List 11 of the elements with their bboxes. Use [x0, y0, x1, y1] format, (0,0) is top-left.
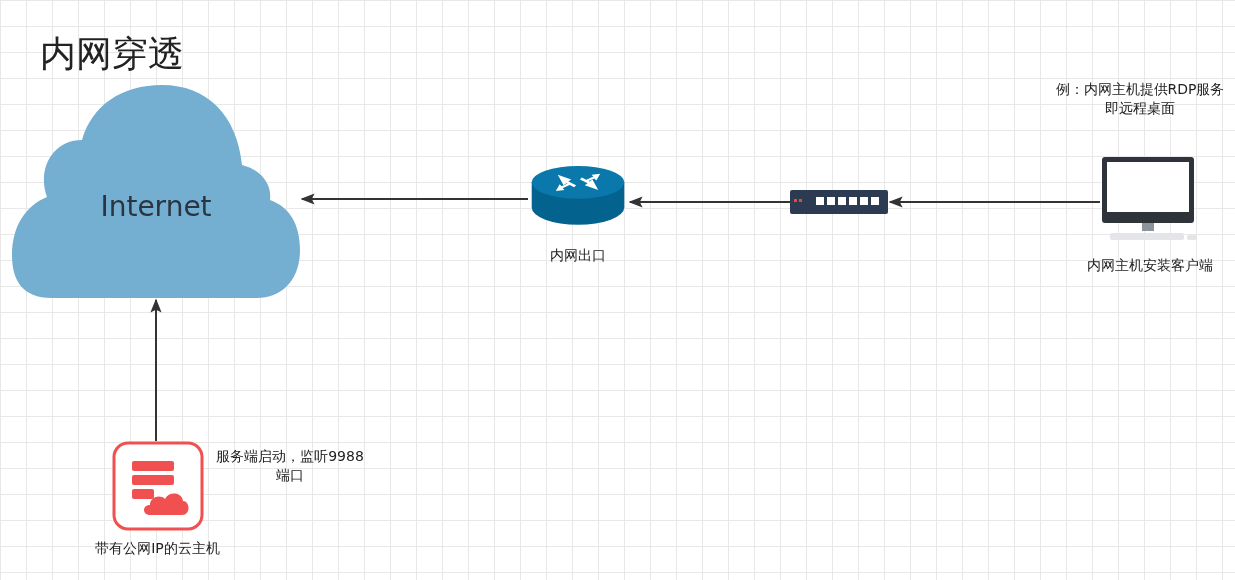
arrow: [150, 298, 162, 442]
router-label: 内网出口: [550, 246, 606, 265]
cloud-label: Internet: [99, 190, 213, 223]
arrow: [300, 193, 529, 205]
arrow: [888, 196, 1101, 208]
server-label: 带有公网IP的云主机: [95, 539, 220, 558]
arrow: [628, 196, 791, 208]
note-text: 例：内网主机提供RDP服务即远程桌面: [1055, 80, 1225, 118]
note-text: 内网主机安装客户端: [1086, 256, 1214, 275]
title: 内网穿透: [40, 32, 184, 76]
note-text: 服务端启动，监听9988端口: [215, 447, 365, 485]
